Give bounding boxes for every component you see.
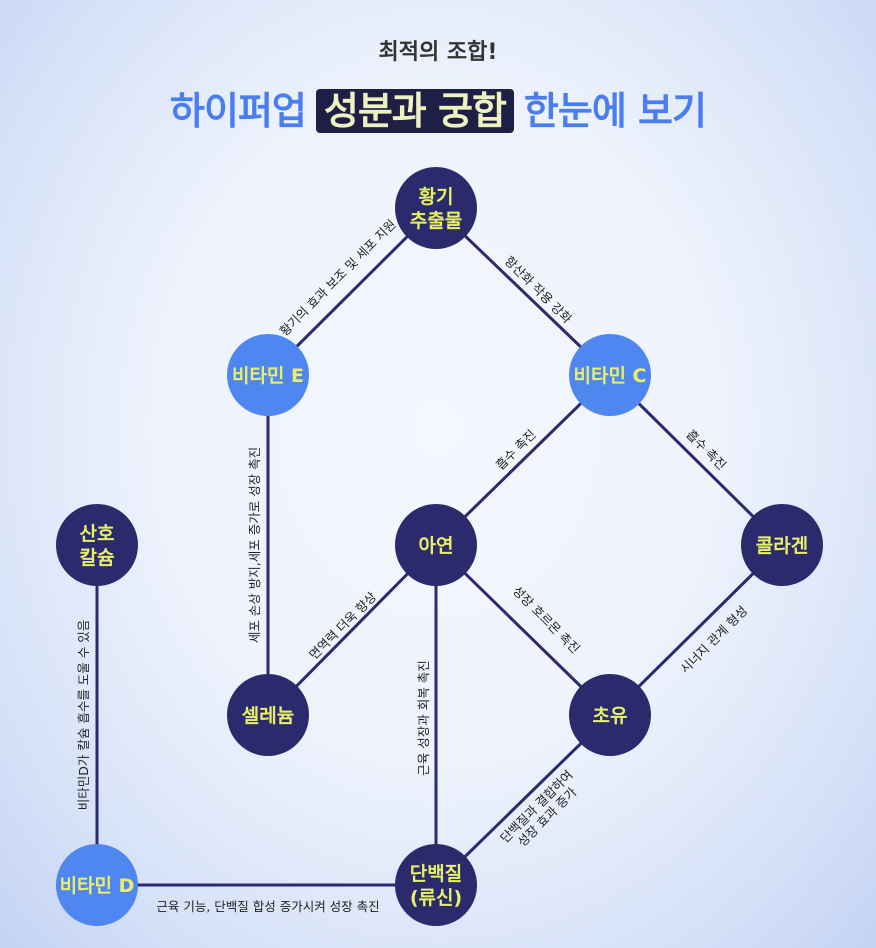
node-circle	[227, 674, 309, 756]
node-label: 비타민 D	[60, 875, 135, 897]
node-circle	[569, 334, 651, 416]
node-selenium: 셀레늄	[227, 674, 309, 756]
edge-label: 비타민D가 칼슘 흡수를 도울 수 있음	[76, 620, 91, 811]
node-label: 초유	[593, 705, 628, 727]
edge-label: 면역력 더욱 향상	[306, 589, 380, 663]
node-circle	[741, 504, 823, 586]
node-label: 비타민 C	[574, 365, 647, 387]
edge-label: 근육 성장과 회복 촉진	[416, 660, 431, 775]
node-zinc: 아연	[395, 504, 477, 586]
node-vitE: 비타민 E	[227, 334, 309, 416]
title-highlight: 성분과 궁합	[315, 89, 514, 133]
node-circle	[395, 167, 477, 249]
node-label: 단백질(류신)	[410, 863, 462, 909]
node-circle	[56, 844, 138, 926]
node-circle	[56, 504, 138, 586]
node-circle	[569, 674, 651, 756]
node-vitD: 비타민 D	[56, 844, 138, 926]
node-collagen: 콜라겐	[741, 504, 823, 586]
node-colostrum: 초유	[569, 674, 651, 756]
edge-label: 성장 호르몬 촉진	[510, 583, 583, 656]
node-circle	[395, 504, 477, 586]
node-label: 비타민 E	[232, 365, 304, 387]
node-protein: 단백질(류신)	[395, 844, 477, 926]
node-vitC: 비타민 C	[569, 334, 651, 416]
edge-label: 항산화 작용 강화	[502, 253, 576, 327]
edge-label: 황기의 효과 보조 및 세포 지원	[277, 217, 399, 339]
subtitle: 최적의 조합!	[378, 40, 498, 65]
edge-label: 근육 기능, 단백질 합성 증가시켜 성장 촉진	[156, 899, 379, 914]
edge-label: 흡수 촉진	[683, 427, 729, 473]
node-label: 셀레늄	[242, 705, 294, 727]
title-pre: 하이퍼업	[170, 89, 307, 133]
edge-label: 세포 손상 방지,세포 증가로 성장 촉진	[247, 447, 262, 643]
node-label: 아연	[419, 535, 454, 557]
node-circle	[227, 334, 309, 416]
node-label: 콜라겐	[756, 535, 808, 557]
title-post: 한눈에 보기	[523, 89, 707, 133]
node-circle	[395, 844, 477, 926]
